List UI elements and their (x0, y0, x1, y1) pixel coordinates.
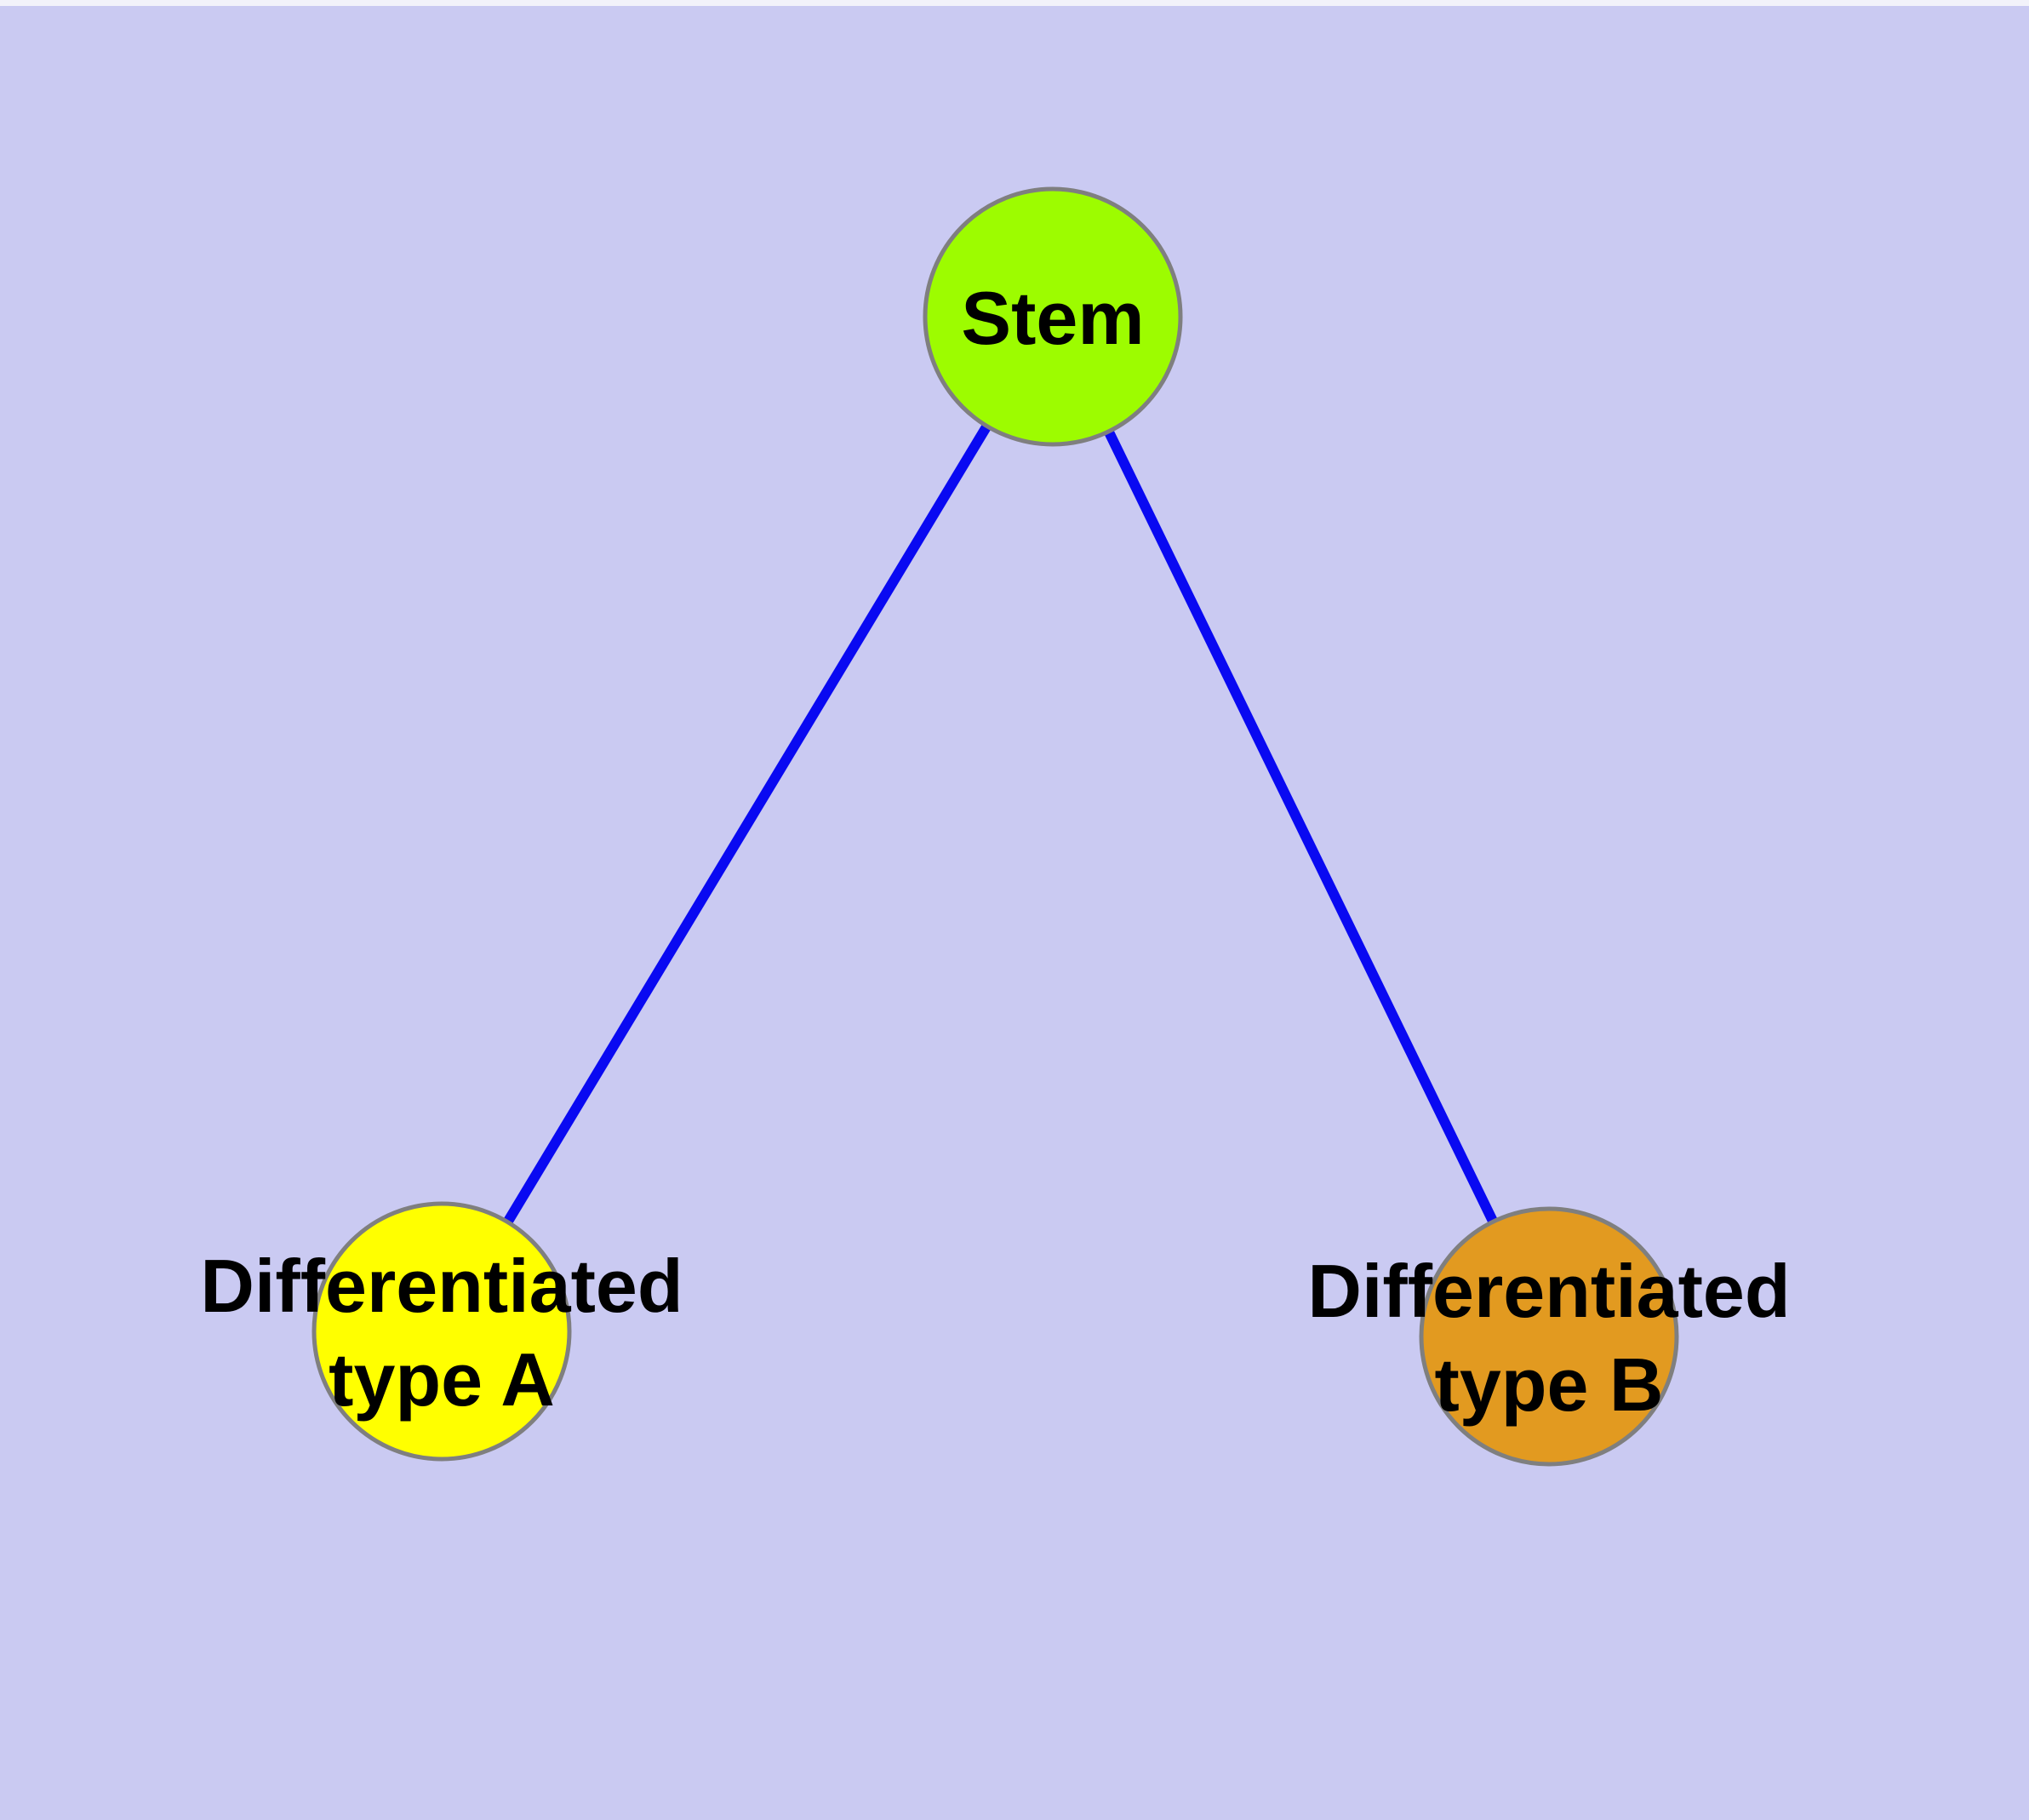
node-stem-circle (923, 186, 1183, 447)
top-edge-strip (0, 0, 2029, 6)
node-type-a-label-line1: Differentiated (200, 1244, 683, 1328)
node-type-b-label-line2: type B (1435, 1342, 1664, 1427)
node-stem-label: Stem (961, 276, 1144, 360)
node-type-a-circle (311, 1201, 572, 1462)
node-type-a-label-line2: type A (329, 1337, 555, 1422)
node-type-b-circle (1419, 1206, 1679, 1467)
edge-stem-to-type-a (437, 313, 1058, 1335)
node-type-b-label-line1: Differentiated (1307, 1249, 1790, 1333)
edge-stem-to-type-b (1048, 314, 1554, 1339)
